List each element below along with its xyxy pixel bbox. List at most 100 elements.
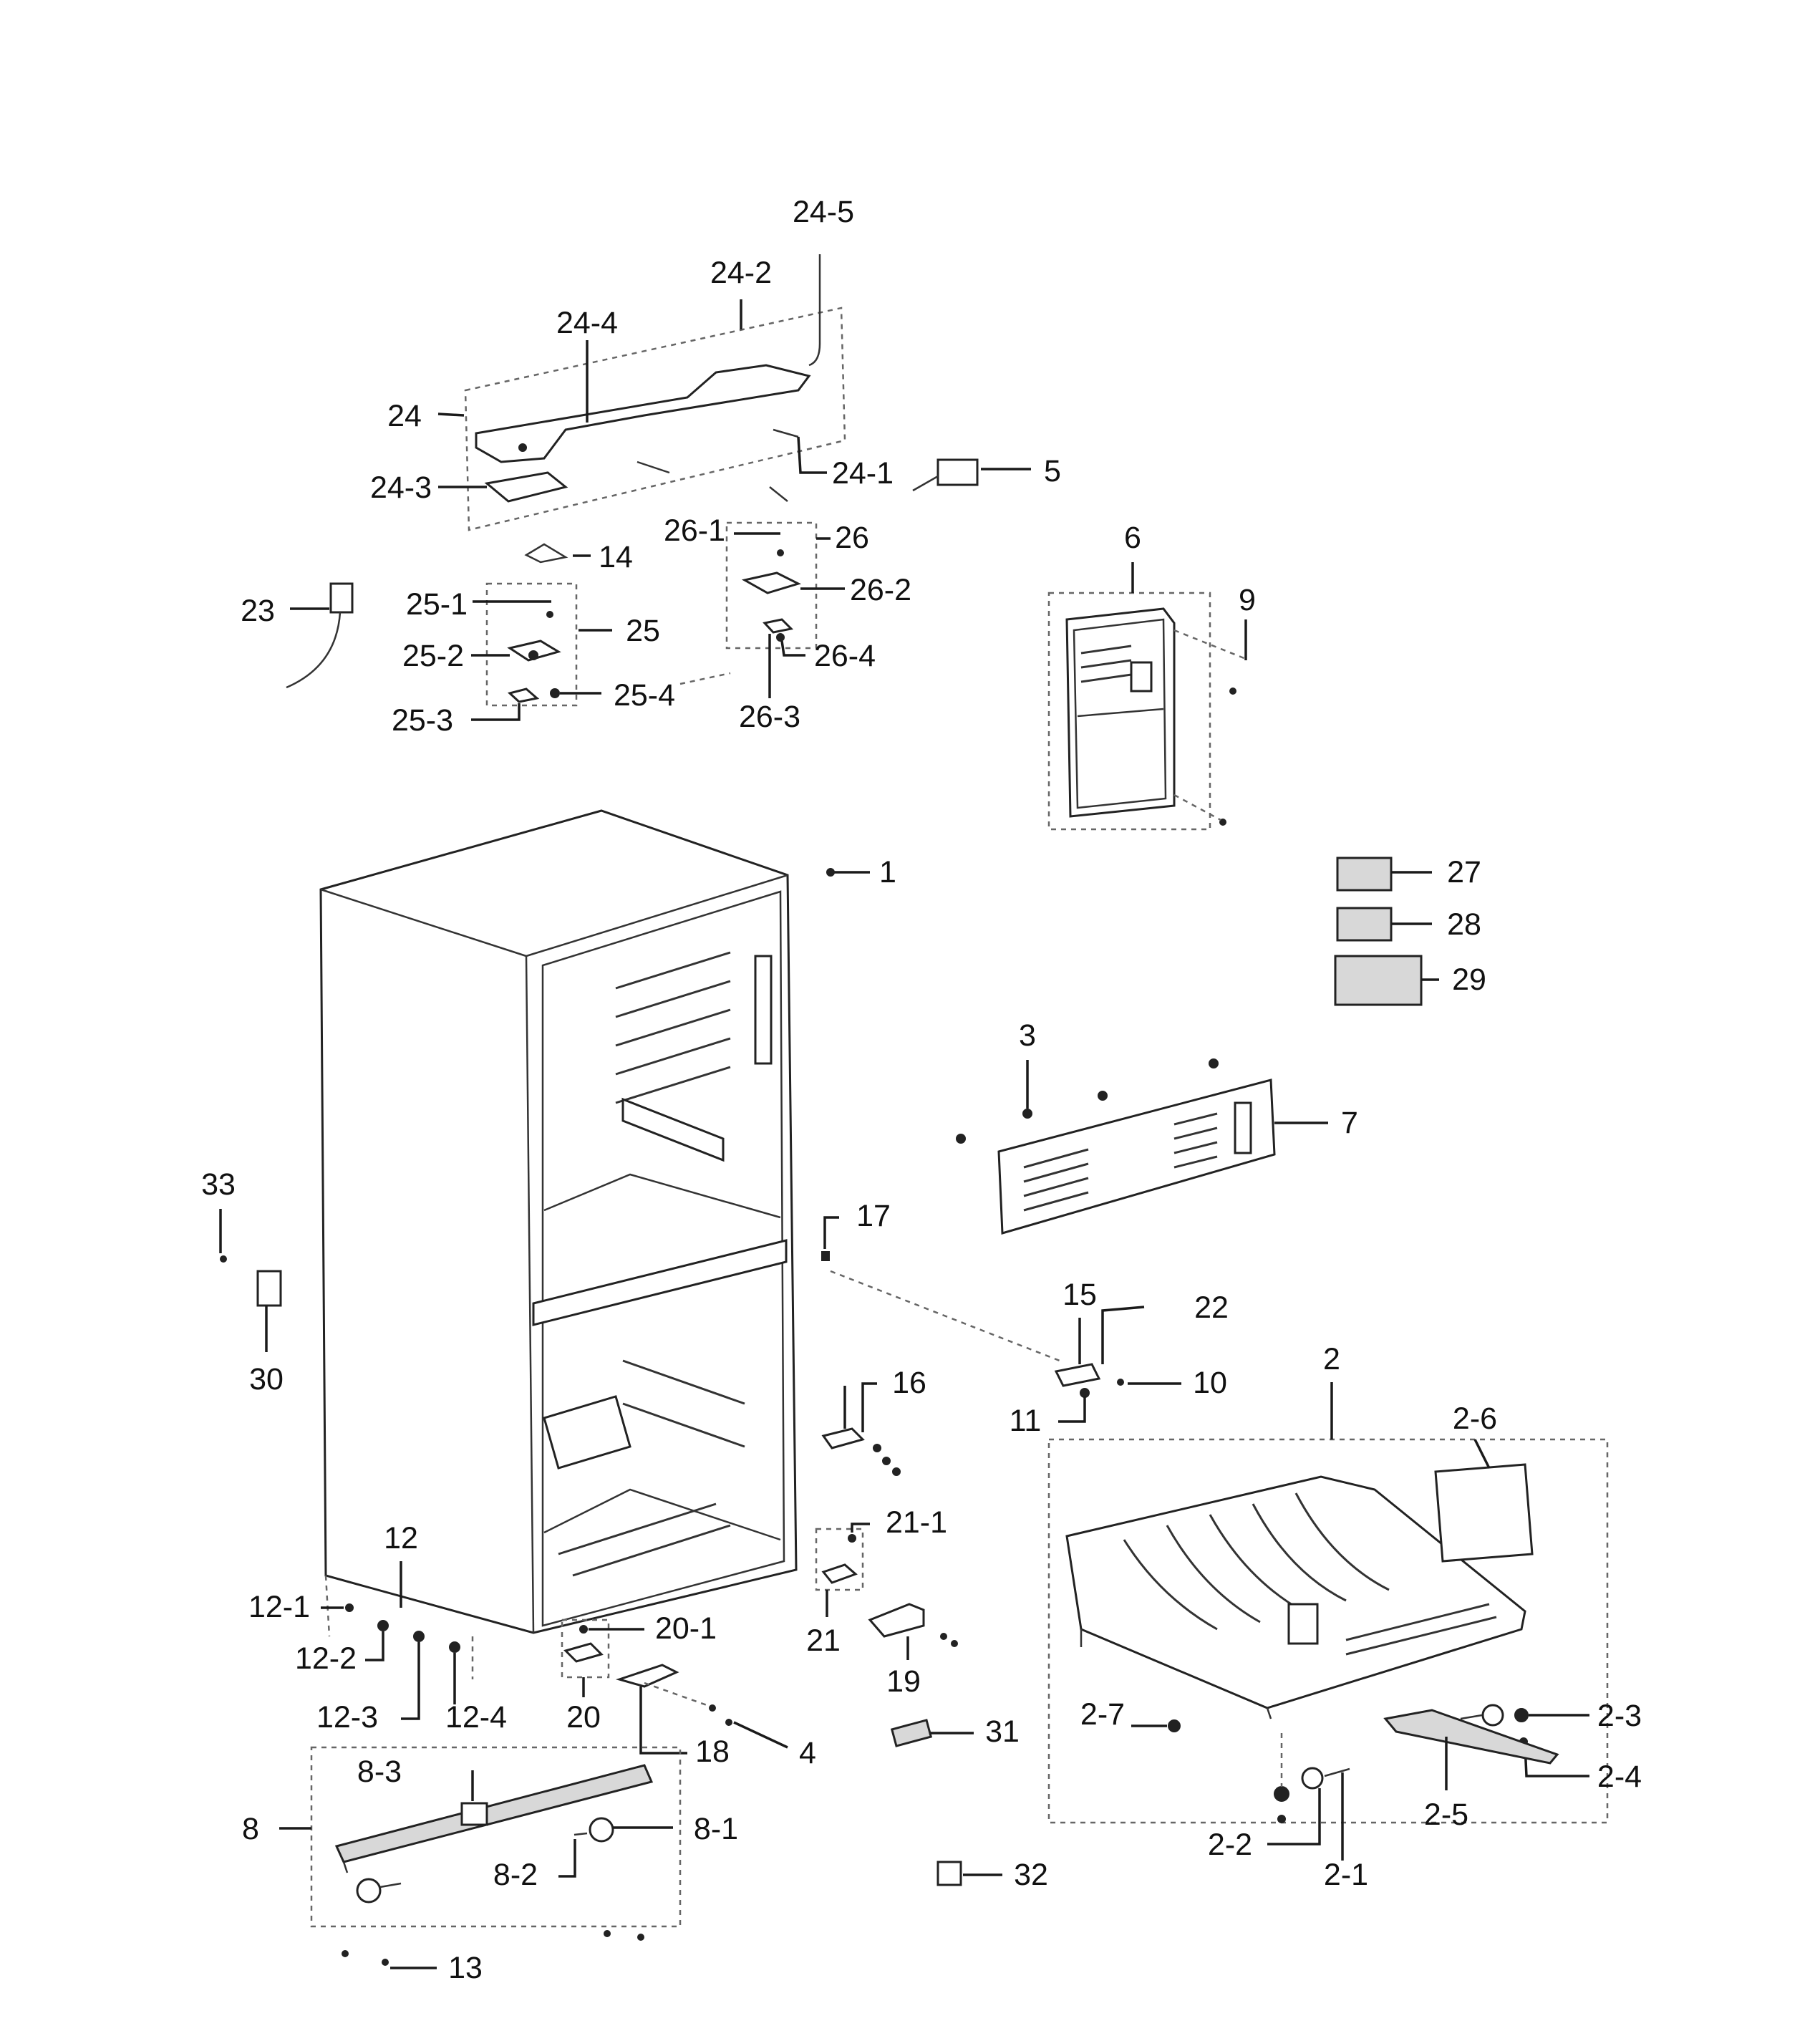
dash-4a	[644, 1682, 710, 1707]
label-21: 21	[806, 1624, 841, 1658]
part-24-hole	[518, 443, 527, 452]
label-12-2: 12-2	[295, 1641, 357, 1676]
part-11-washer	[1080, 1388, 1090, 1398]
part-2-base	[1065, 1475, 1526, 1709]
label-7: 7	[1341, 1106, 1358, 1140]
part-6-rib1	[1080, 645, 1132, 655]
part-26-1-screw	[777, 549, 784, 556]
label-12-3: 12-3	[316, 1700, 378, 1735]
part-2-rib-2	[1166, 1525, 1261, 1624]
cab-rib6	[622, 1359, 745, 1405]
cab-bracket	[621, 1097, 725, 1162]
leader-26-4	[780, 640, 805, 657]
part-3-screw-d	[956, 1134, 966, 1144]
cab-floor-lower	[543, 1488, 781, 1541]
part-5-lead	[912, 475, 939, 492]
part-33-tip	[220, 1255, 227, 1263]
part-6-rib2	[1080, 659, 1132, 669]
dash-15	[830, 1270, 1060, 1362]
part-4-screw-a	[709, 1704, 716, 1712]
label-29: 29	[1452, 962, 1486, 997]
leader-11	[1058, 1396, 1086, 1423]
label-20: 20	[566, 1700, 601, 1735]
part-23-plug	[329, 582, 354, 614]
vent-9	[1234, 1101, 1252, 1154]
leader-17	[823, 1216, 839, 1249]
part-21-1-screw	[848, 1534, 856, 1543]
group-8-box	[310, 1746, 682, 1928]
cabinet-outline	[319, 809, 798, 1634]
part-8-2-pin	[573, 1832, 588, 1836]
part-27-board	[1336, 857, 1393, 892]
part-5-body	[936, 458, 979, 486]
part-2-rail-a	[1345, 1603, 1490, 1641]
label-13: 13	[448, 1951, 483, 1985]
part-20-hinge	[561, 1618, 644, 1697]
hinge-15-group	[830, 1270, 1181, 1423]
label-19: 19	[886, 1664, 921, 1699]
part-25-3-washer	[507, 687, 540, 703]
label-2-6: 2-6	[1453, 1401, 1497, 1436]
cabinet-top-edge	[320, 888, 527, 957]
part-labels: 24-5 24-2 24-4 24 24-3 24-1 5 26-1 26 14…	[201, 195, 1642, 1985]
part-25-1-screw	[546, 611, 553, 618]
label-4: 4	[799, 1736, 816, 1770]
part-10-screw	[1117, 1379, 1124, 1386]
dash-6a	[1173, 629, 1247, 660]
label-24-3: 24-3	[370, 471, 432, 505]
part-16-screw-b	[882, 1457, 891, 1465]
part-25-2-pin	[528, 650, 538, 660]
label-3: 3	[1019, 1018, 1036, 1053]
label-20-1: 20-1	[655, 1611, 717, 1646]
label-2-5: 2-5	[1424, 1798, 1468, 1832]
part-19-screw-a	[940, 1633, 947, 1640]
label-25-1: 25-1	[406, 587, 468, 622]
part-24-clip	[769, 486, 788, 502]
part-2-rail-b	[1345, 1616, 1497, 1656]
vent-7	[1173, 1141, 1218, 1154]
cab-rib5	[615, 1066, 731, 1104]
dash-12a	[324, 1575, 331, 1637]
vent-8	[1173, 1155, 1218, 1169]
label-25-3: 25-3	[392, 703, 453, 738]
part-12-1-screw	[345, 1603, 354, 1612]
part-2-3-roller	[1481, 1704, 1504, 1727]
label-8-1: 8-1	[694, 1812, 738, 1846]
dash-26	[679, 672, 731, 685]
part-8-3-clip	[460, 1802, 488, 1826]
part-2-foot-b	[1277, 1815, 1286, 1823]
part-24-4-cover	[475, 364, 811, 463]
label-24-2: 24-2	[710, 256, 772, 290]
part-13-screw-c	[604, 1930, 611, 1937]
label-22: 22	[1194, 1290, 1229, 1325]
label-25: 25	[626, 614, 660, 648]
label-31: 31	[985, 1714, 1020, 1749]
part-2-machine-compartment	[1047, 1382, 1609, 1861]
label-2-2: 2-2	[1208, 1828, 1252, 1862]
part-3-screw-a	[1022, 1109, 1032, 1119]
cab-floor-upper	[543, 1173, 781, 1219]
part-8-pin-b	[379, 1882, 402, 1888]
part-7-panel	[997, 1079, 1276, 1235]
label-6: 6	[1124, 521, 1141, 555]
label-12: 12	[384, 1521, 418, 1555]
part-2-7-cap	[1168, 1719, 1181, 1732]
part-18-4	[615, 1664, 788, 1755]
cab-rib2	[615, 980, 731, 1018]
part-3-screw-b	[1098, 1091, 1108, 1101]
vent-6	[1173, 1126, 1218, 1140]
part-29-board	[1334, 955, 1423, 1006]
part-21-hinge	[815, 1523, 870, 1617]
label-30: 30	[249, 1362, 284, 1396]
part-23-power-cord	[286, 582, 354, 689]
cab-rib8	[558, 1502, 717, 1555]
group-21-box	[815, 1528, 864, 1591]
part-19-hinge	[868, 1603, 958, 1660]
label-15: 15	[1063, 1278, 1097, 1312]
part-8-edge	[342, 1861, 349, 1873]
label-28: 28	[1447, 907, 1481, 942]
label-27: 27	[1447, 855, 1481, 889]
part-16-body	[821, 1427, 865, 1449]
part-6-screw	[1229, 687, 1236, 695]
